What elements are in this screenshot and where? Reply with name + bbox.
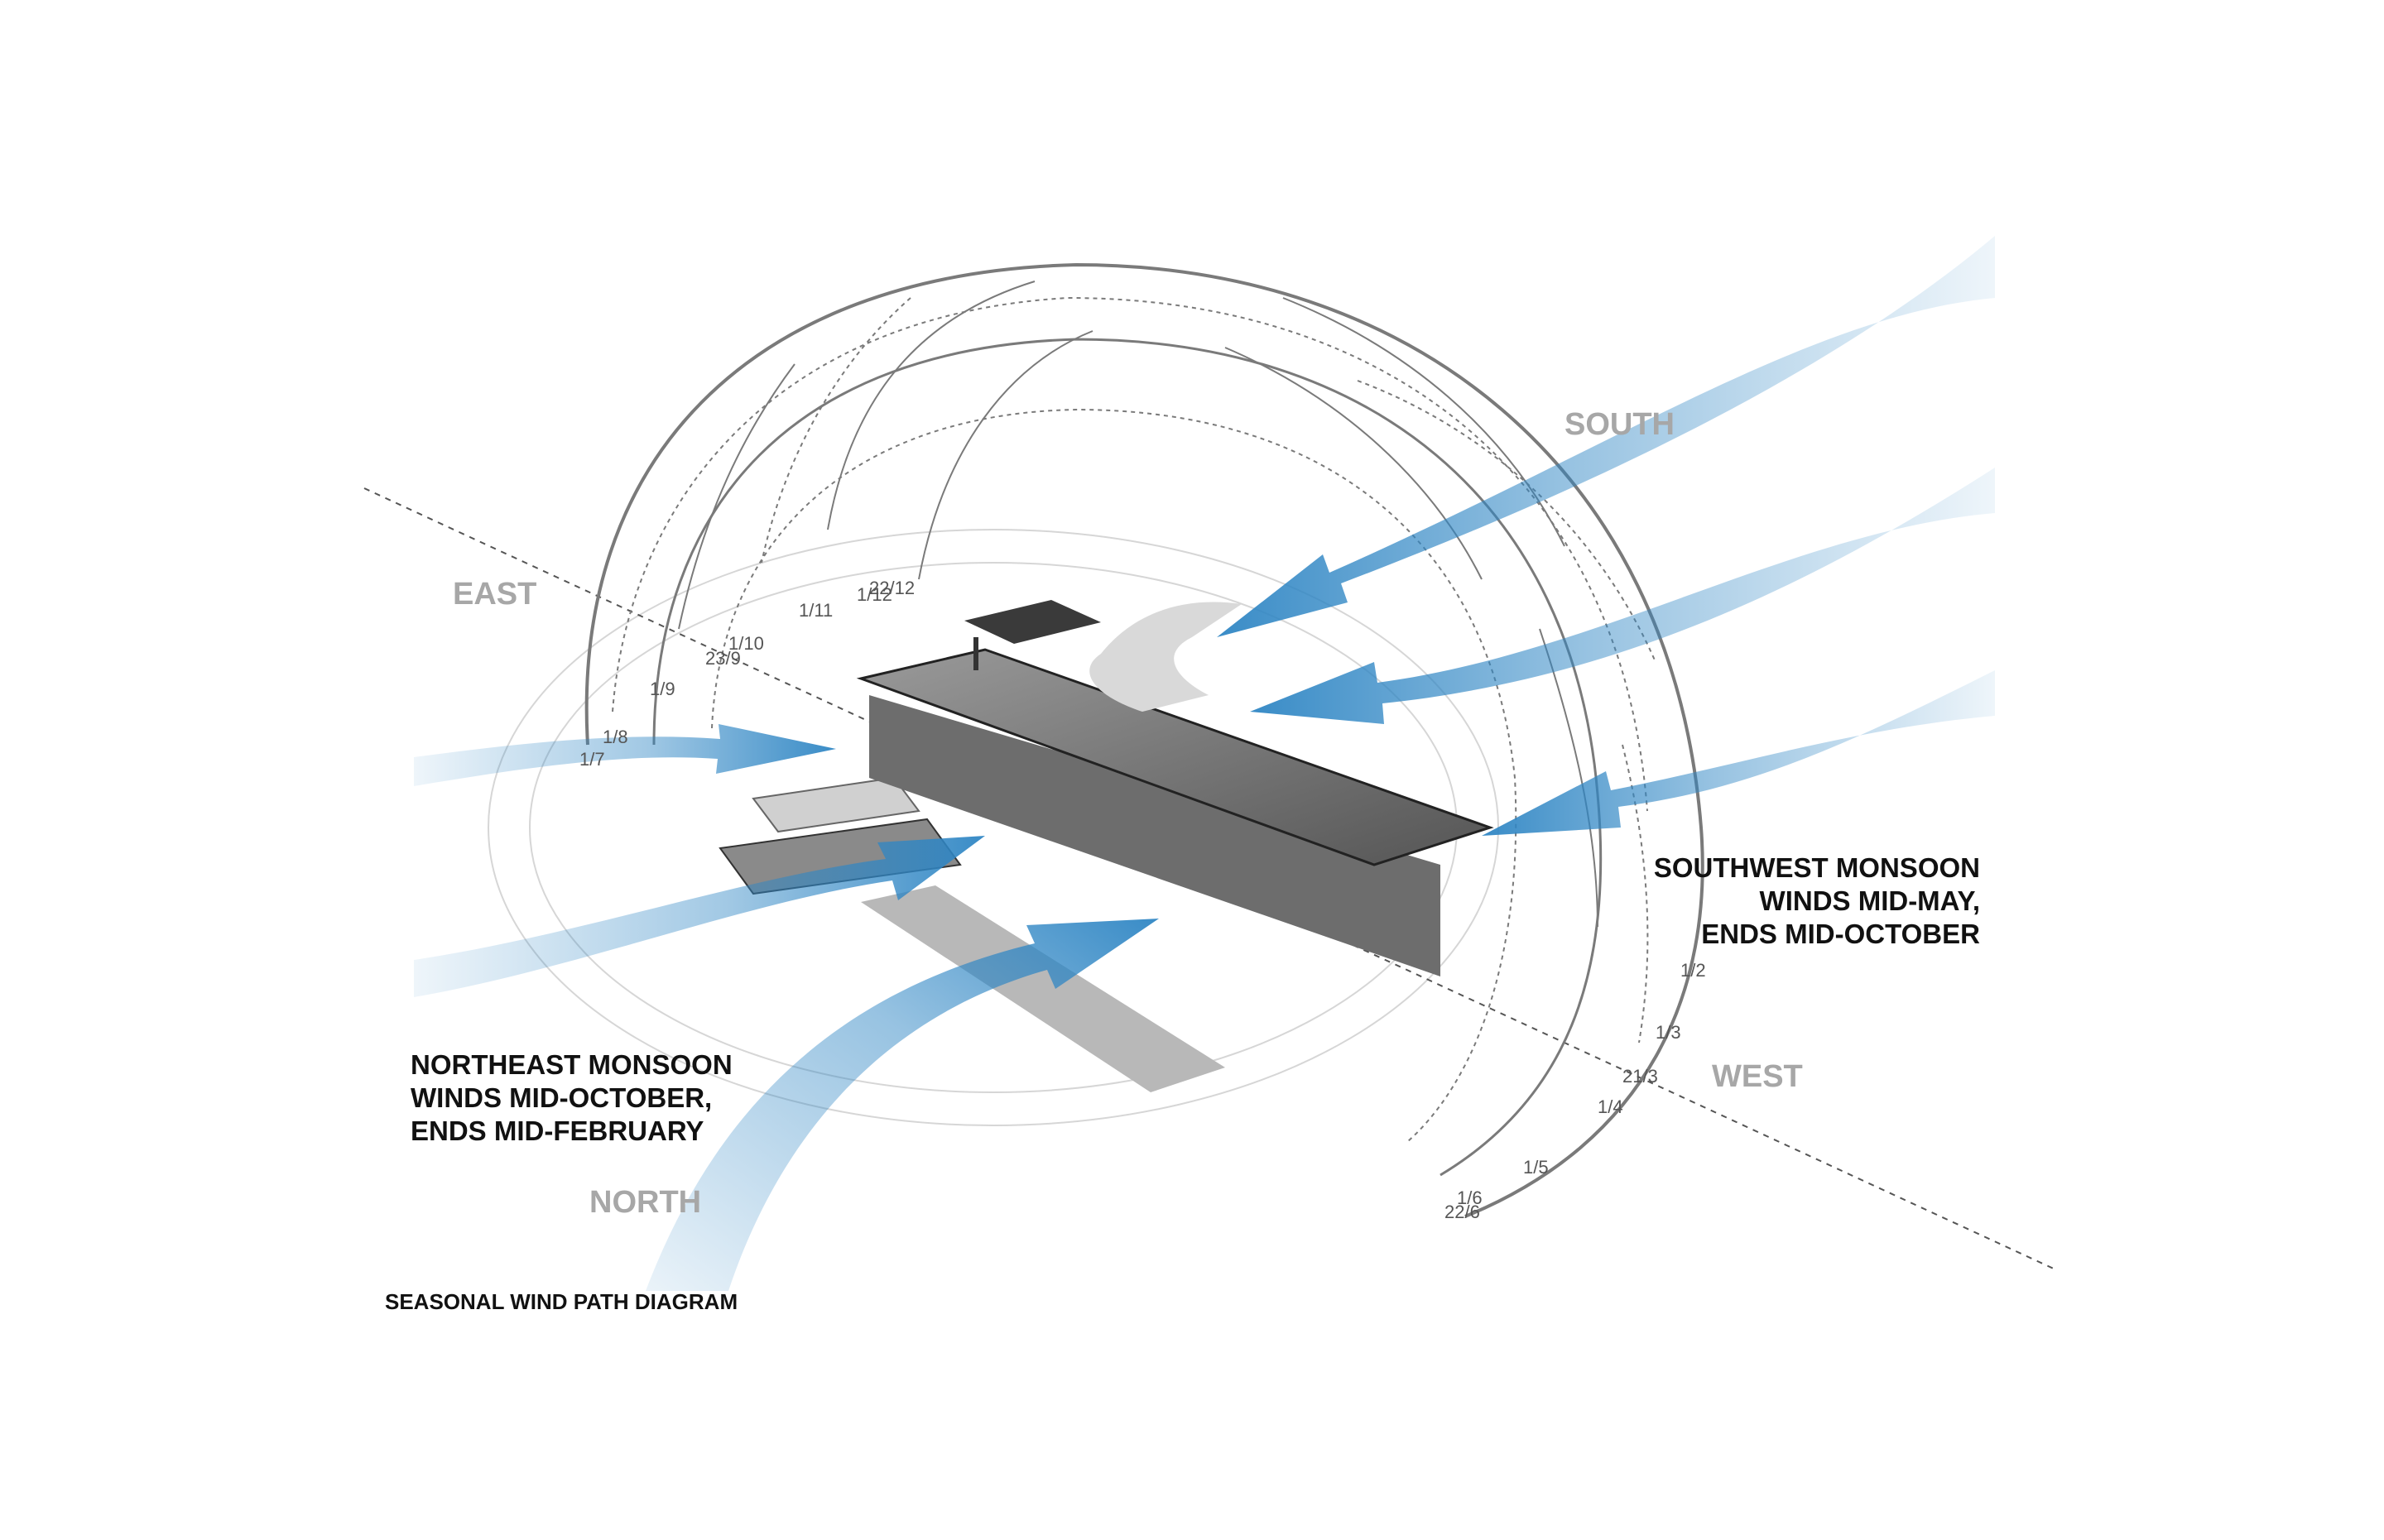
date-mark: 23/9	[705, 648, 741, 669]
house-walls	[869, 695, 1440, 976]
terrace-deck	[719, 818, 962, 895]
date-marks-east: 1/7 1/8 1/9 23/9 1/10 1/11 1/12 22/12	[579, 578, 915, 770]
date-mark: 1/7	[579, 749, 605, 770]
date-mark: 22/6	[1444, 1202, 1480, 1222]
date-mark: 1/9	[650, 679, 675, 699]
ne-label-line2: WINDS MID-OCTOBER,	[411, 1082, 712, 1113]
date-mark: 1/10	[728, 633, 764, 654]
sw-label-line1: SOUTHWEST MONSOON	[1654, 852, 1980, 883]
compass-south-label: SOUTH	[1564, 407, 1675, 442]
date-mark: 22/12	[869, 578, 915, 598]
wind-arrow-sw-3	[1482, 670, 1995, 836]
side-deck	[752, 776, 920, 833]
house-model	[719, 600, 1494, 1092]
wind-arrow-sw-1	[1217, 236, 1995, 637]
date-mark: 1/12	[857, 584, 892, 605]
driveway	[1089, 602, 1242, 712]
date-mark: 21/3	[1622, 1066, 1658, 1087]
house-roof	[856, 648, 1494, 866]
wind-arrow-ne-2	[414, 836, 985, 997]
diagram-caption: SEASONAL WIND PATH DIAGRAM	[385, 1289, 738, 1314]
garden-pathway	[861, 885, 1225, 1092]
date-mark: 1/11	[799, 600, 833, 621]
southwest-monsoon-label: SOUTHWEST MONSOON WINDS MID-MAY, ENDS MI…	[1654, 852, 1980, 949]
wind-arrow-ne-3	[646, 919, 1159, 1291]
date-marks-west: 1/2 1/3 21/3 1/4 1/5 1/6 22/6	[1444, 960, 1706, 1222]
date-mark: 1/3	[1656, 1022, 1681, 1043]
carport-roof	[964, 600, 1101, 644]
date-mark: 1/4	[1598, 1096, 1623, 1117]
compass-west-label: WEST	[1712, 1059, 1803, 1094]
date-mark: 1/6	[1457, 1187, 1483, 1208]
wind-arrow-ne-1	[414, 724, 836, 786]
sw-label-line3: ENDS MID-OCTOBER	[1701, 919, 1980, 949]
date-mark: 1/8	[603, 727, 628, 747]
ne-label-line1: NORTHEAST MONSOON	[411, 1049, 733, 1080]
sw-label-line2: WINDS MID-MAY,	[1760, 885, 1980, 916]
date-mark: 1/2	[1680, 960, 1706, 981]
wind-arrow-sw-2	[1250, 468, 1995, 724]
northeast-monsoon-label: NORTHEAST MONSOON WINDS MID-OCTOBER, END…	[411, 1049, 733, 1146]
date-mark: 1/5	[1523, 1157, 1549, 1178]
carport-column	[973, 637, 978, 670]
compass-east-label: EAST	[453, 577, 536, 612]
southwest-monsoon-arrows	[1217, 236, 1995, 836]
northeast-monsoon-arrows	[414, 724, 1159, 1291]
ne-label-line3: ENDS MID-FEBRUARY	[411, 1115, 704, 1146]
compass-north-label: NORTH	[589, 1185, 701, 1220]
